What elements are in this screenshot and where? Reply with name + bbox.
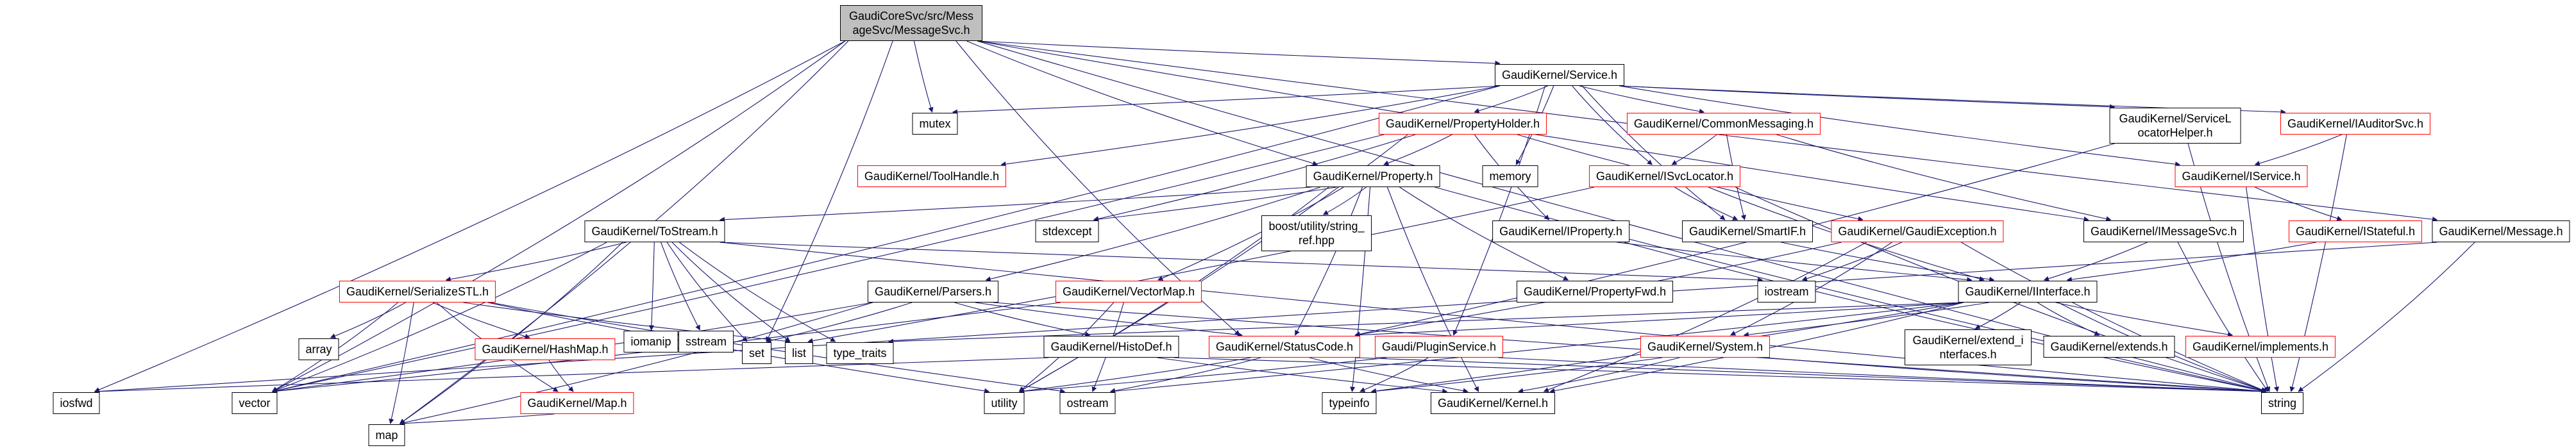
node-vector[interactable]: vector xyxy=(232,392,278,414)
node-vectormap-h[interactable]: GaudiKernel/VectorMap.h xyxy=(1055,281,1202,303)
node-statuscode-h[interactable]: GaudiKernel/StatusCode.h xyxy=(1208,336,1361,358)
node-iostream[interactable]: iostream xyxy=(1757,281,1816,303)
node-extend-interfaces-h[interactable]: GaudiKernel/extend_interfaces.h xyxy=(1905,329,2032,365)
node-boost-string-ref-hpp[interactable]: boost/utility/string_ref.hpp xyxy=(1261,215,1372,251)
node-stdexcept[interactable]: stdexcept xyxy=(1035,220,1099,242)
node-iosfwd[interactable]: iosfwd xyxy=(53,392,100,414)
node-map[interactable]: map xyxy=(368,424,405,446)
node-kernel-h[interactable]: GaudiKernel/Kernel.h xyxy=(1430,392,1556,414)
node-string[interactable]: string xyxy=(2260,392,2304,414)
node-memory[interactable]: memory xyxy=(1482,165,1538,187)
node-imessagesvc-h[interactable]: GaudiKernel/IMessageSvc.h xyxy=(2083,220,2244,242)
node-extends-h[interactable]: GaudiKernel/extends.h xyxy=(2043,336,2175,358)
node-set[interactable]: set xyxy=(741,342,772,364)
node-list[interactable]: list xyxy=(785,342,813,364)
node-smartif-h[interactable]: GaudiKernel/SmartIF.h xyxy=(1681,220,1814,242)
node-ostream[interactable]: ostream xyxy=(1059,392,1116,414)
node-histodef-h[interactable]: GaudiKernel/HistoDef.h xyxy=(1043,336,1179,358)
node-system-h[interactable]: GaudiKernel/System.h xyxy=(1640,336,1771,358)
node-type-traits[interactable]: type_traits xyxy=(826,342,894,364)
node-servicelocatorhelper-h[interactable]: GaudiKernel/ServiceLocatorHelper.h xyxy=(2109,108,2241,144)
node-utility[interactable]: utility xyxy=(984,392,1025,414)
node-gaudiexception-h[interactable]: GaudiKernel/GaudiException.h xyxy=(1831,220,2004,242)
node-isvclocator-h[interactable]: GaudiKernel/ISvcLocator.h xyxy=(1588,165,1741,187)
node-typeinfo[interactable]: typeinfo xyxy=(1322,392,1377,414)
node-parsers-h[interactable]: GaudiKernel/Parsers.h xyxy=(867,281,999,303)
node-sstream[interactable]: sstream xyxy=(678,331,734,353)
node-property-h[interactable]: GaudiKernel/Property.h xyxy=(1306,165,1440,187)
node-iomanip[interactable]: iomanip xyxy=(623,331,678,353)
node-map-h[interactable]: GaudiKernel/Map.h xyxy=(520,392,634,414)
node-iproperty-h[interactable]: GaudiKernel/IProperty.h xyxy=(1492,220,1629,242)
node-propertyfwd-h[interactable]: GaudiKernel/PropertyFwd.h xyxy=(1516,281,1674,303)
node-iinterface-h[interactable]: GaudiKernel/IInterface.h xyxy=(1958,281,2098,303)
node-messagesvc-h[interactable]: GaudiCoreSvc/src/MessageSvc/MessageSvc.h xyxy=(840,5,982,41)
node-hashmap-h[interactable]: GaudiKernel/HashMap.h xyxy=(475,338,616,360)
node-pluginservice-h[interactable]: Gaudi/PluginService.h xyxy=(1374,336,1504,358)
node-mutex[interactable]: mutex xyxy=(912,113,958,135)
node-propertyholder-h[interactable]: GaudiKernel/PropertyHolder.h xyxy=(1378,113,1547,135)
node-service-h[interactable]: GaudiKernel/Service.h xyxy=(1494,64,1625,86)
node-serializestl-h[interactable]: GaudiKernel/SerializeSTL.h xyxy=(339,281,496,303)
node-istateful-h[interactable]: GaudiKernel/IStateful.h xyxy=(2288,220,2423,242)
node-array[interactable]: array xyxy=(298,338,339,360)
node-implements-h[interactable]: GaudiKernel/implements.h xyxy=(2185,336,2336,358)
node-tostream-h[interactable]: GaudiKernel/ToStream.h xyxy=(584,220,725,242)
node-commonmessaging-h[interactable]: GaudiKernel/CommonMessaging.h xyxy=(1626,113,1821,135)
node-message-h[interactable]: GaudiKernel/Message.h xyxy=(2432,220,2570,242)
node-toolhandle-h[interactable]: GaudiKernel/ToolHandle.h xyxy=(857,165,1007,187)
node-iservice-h[interactable]: GaudiKernel/IService.h xyxy=(2175,165,2308,187)
node-iauditorsvc-h[interactable]: GaudiKernel/IAuditorSvc.h xyxy=(2280,113,2431,135)
